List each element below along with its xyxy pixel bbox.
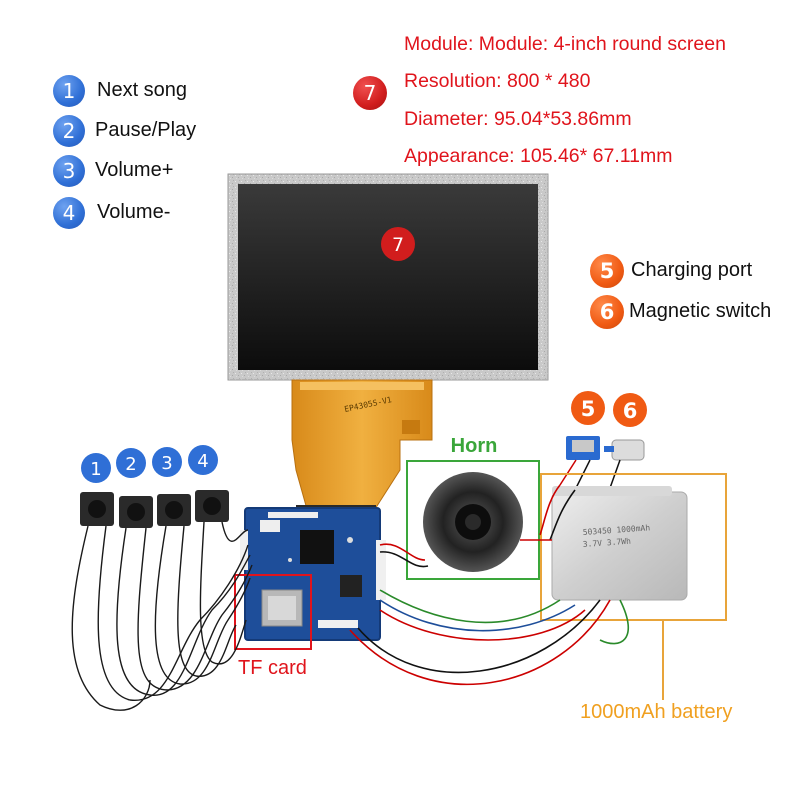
magnetic-switch [604,439,645,489]
battery [540,473,727,621]
spec-module: Module: Module: 4-inch round screen [404,33,726,55]
screen-badge-7: 7 [392,234,404,256]
horn-label: Horn [451,435,498,457]
port-badge-6: 6 [590,295,624,329]
pcb-board [240,507,386,641]
spec-badge-7: 7 [353,76,387,110]
port-label-magnetic-switch: Magnetic switch [629,300,772,322]
board-wires [349,484,630,686]
port-badge-6-small: 6 [623,399,638,423]
button-badge-1: 1 [90,459,101,480]
legend-badge-1: 1 [53,75,85,107]
lcd-screen [227,173,549,381]
legend-label-volume-down: Volume- [97,201,171,223]
port-badge-5-small: 5 [581,397,596,421]
button-badge-3: 3 [161,453,172,474]
battery-print-2: 3.7V 3.7Wh [583,537,632,549]
legend-badge-2: 2 [53,115,85,147]
button-badge-4: 4 [197,451,208,472]
button-badges [81,445,218,483]
port-badges [571,391,647,427]
legend-label-pause-play: Pause/Play [95,119,197,141]
spec-appearance: Appearance: 105.46* 67.11mm [404,145,673,167]
spec-diameter: Diameter: 95.04*53.86mm [404,108,632,130]
spec-resolution: Resolution: 800 * 480 [404,70,591,92]
legend-label-next-song: Next song [97,79,188,101]
button-badge-2: 2 [125,454,136,475]
battery-label: 1000mAh battery [580,701,733,723]
push-buttons [80,490,229,528]
port-badge-5: 5 [590,254,624,288]
tf-card-label: TF card [238,657,307,679]
legend-label-volume-up: Volume+ [95,159,174,181]
legend-badge-3: 3 [53,155,85,187]
button-wires [71,521,253,711]
port-label-charging: Charging port [631,259,753,281]
screen-badge-7-circle [381,227,415,261]
charging-port [559,436,600,491]
legend-badge-4: 4 [53,197,85,229]
horn-speaker [406,460,540,580]
tf-card-box [234,574,312,650]
